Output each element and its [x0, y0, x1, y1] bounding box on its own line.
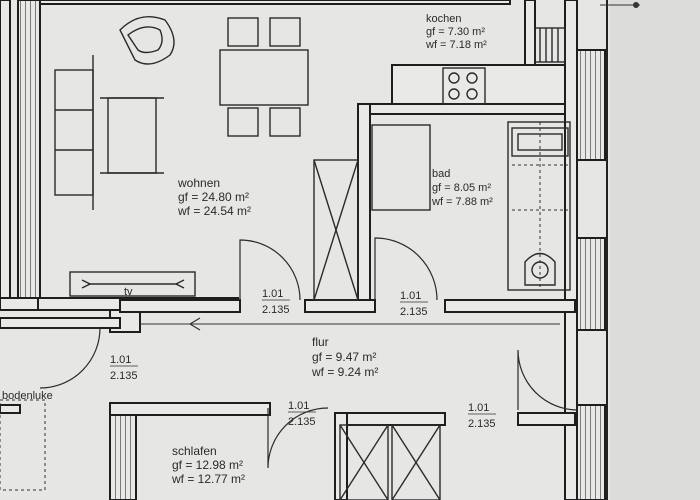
- room-kochen-gf: gf = 7.30 m²: [426, 26, 485, 38]
- room-schlafen-name: schlafen: [172, 444, 217, 458]
- closet-double: [339, 424, 441, 500]
- room-wohnen-gf: gf = 24.80 m²: [178, 190, 249, 204]
- door-label-height: 2.135: [468, 418, 496, 430]
- tv-label: tv: [124, 286, 133, 298]
- wall-left-room-top: [0, 404, 21, 414]
- wall-schlafen-right: [334, 412, 348, 500]
- door-label-width: 1.01: [288, 400, 309, 412]
- wall-bad-left: [357, 103, 371, 311]
- flur-arrow: [188, 317, 201, 331]
- wall-schlafen-top: [109, 402, 271, 416]
- room-wohnen-wf: wf = 24.54 m²: [177, 204, 251, 218]
- door-flur-left: [39, 327, 101, 389]
- wall-right-thin: [564, 0, 578, 500]
- door-label-wohnen: 1.01 2.135: [262, 288, 290, 316]
- door-label-height: 2.135: [400, 306, 428, 318]
- wall-bad-top: [357, 103, 579, 115]
- dim-dot: [633, 2, 639, 8]
- door-label-right: 1.01 2.135: [468, 402, 496, 430]
- wall-flur-top-right: [444, 299, 576, 313]
- room-bad-name: bad: [432, 168, 450, 180]
- coffee-table: [100, 97, 164, 174]
- room-bodenluke-name: bodenluke: [2, 390, 53, 402]
- door-right: [517, 349, 579, 411]
- wall-schlafen-top-right: [334, 412, 446, 426]
- attic-hatch: [0, 399, 46, 491]
- room-schlafen-gf: gf = 12.98 m²: [172, 458, 243, 472]
- room-wohnen-name: wohnen: [177, 176, 220, 190]
- door-label-width: 1.01: [400, 290, 421, 302]
- room-bad-wf: wf = 7.88 m²: [431, 196, 493, 208]
- door-label-height: 2.135: [262, 304, 290, 316]
- wall-left-exterior: [17, 0, 41, 306]
- room-kochen-wf: wf = 7.18 m²: [425, 39, 487, 51]
- room-kochen-name: kochen: [426, 13, 461, 25]
- door-label-width: 1.01: [110, 354, 131, 366]
- wall-right-room-top: [517, 412, 576, 426]
- wall-flur-top-small: [119, 299, 241, 313]
- wall-schlafen-left: [109, 402, 137, 500]
- wall-flur-left-top: [0, 317, 121, 329]
- wardrobe: [313, 159, 359, 301]
- wall-kitchen-right: [524, 0, 536, 71]
- stove: [442, 67, 486, 105]
- wall-left-inner: [0, 0, 11, 306]
- bad-cabinet: [371, 124, 431, 211]
- armchair: [119, 16, 175, 65]
- wall-flur-top-mid: [304, 299, 376, 313]
- toilet: [524, 252, 556, 286]
- room-flur-name: flur: [312, 335, 329, 349]
- wall-right-exterior-top: [574, 49, 606, 161]
- tv-board: [69, 271, 196, 297]
- door-schlafen: [267, 407, 329, 469]
- door-label-bad: 1.01 2.135: [400, 290, 428, 318]
- door-wohnen: [239, 239, 301, 301]
- wall-top-left: [39, 0, 511, 5]
- door-label-width: 1.01: [468, 402, 489, 414]
- wall-right-exterior-mid: [574, 237, 606, 331]
- room-schlafen-wf: wf = 12.77 m²: [171, 472, 245, 486]
- sofa: [54, 55, 94, 210]
- door-label-height: 2.135: [288, 416, 316, 428]
- paper-shadow-right: [610, 0, 700, 500]
- kitchen-sink: [534, 27, 566, 63]
- door-bad: [374, 237, 438, 301]
- door-label-schlafen: 1.01 2.135: [288, 400, 316, 428]
- door-label-flur-left: 1.01 2.135: [110, 354, 138, 382]
- room-flur-wf: wf = 9.24 m²: [311, 365, 378, 379]
- dining-table: [219, 17, 309, 137]
- door-label-width: 1.01: [262, 288, 283, 300]
- door-label-height: 2.135: [110, 370, 138, 382]
- room-bad-gf: gf = 8.05 m²: [432, 182, 491, 194]
- room-flur-gf: gf = 9.47 m²: [312, 350, 376, 364]
- wall-right-exterior-bottom: [574, 404, 606, 500]
